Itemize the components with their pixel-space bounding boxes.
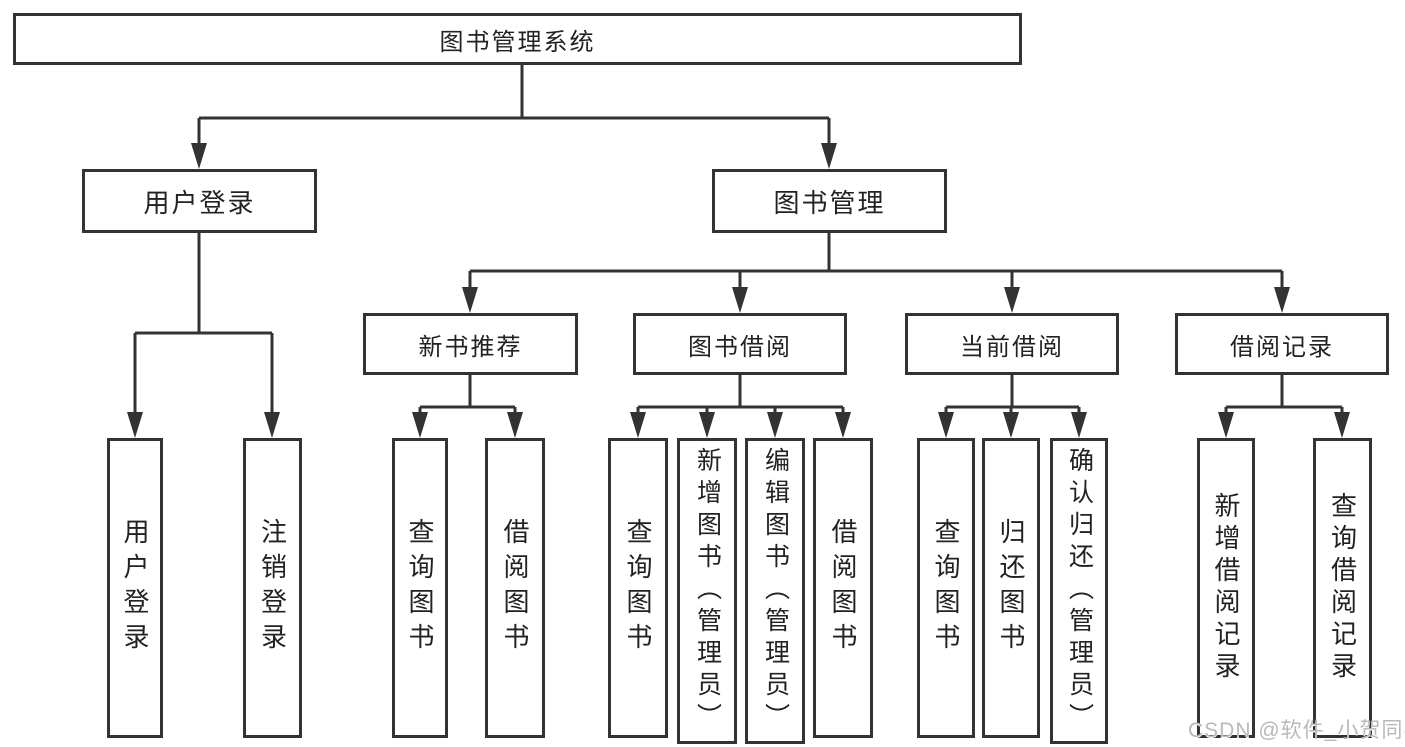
leaf-logout-label: 注销登录 — [257, 518, 288, 658]
node-book-management: 图书管理 — [712, 169, 947, 233]
leaf-borrow-books-1-label: 借阅图书 — [500, 518, 530, 658]
leaf-edit-books-admin-label: 编辑图书（管理员） — [761, 447, 790, 735]
csdn-watermark: CSDN @软件_小贺同学 — [1188, 719, 1405, 742]
leaf-query-books-2: 查询图书 — [608, 438, 668, 738]
node-book-management-label: 图书管理 — [773, 187, 886, 218]
leaf-query-borrow-record: 查询借阅记录 — [1313, 438, 1372, 738]
leaf-return-books-label: 归还图书 — [996, 518, 1026, 658]
node-current-borrow: 当前借阅 — [905, 313, 1119, 375]
node-user-login-label: 用户登录 — [143, 187, 256, 218]
node-new-book-recommend-label: 新书推荐 — [418, 333, 523, 361]
leaf-confirm-return-admin-label: 确认归还（管理员） — [1065, 447, 1094, 735]
leaf-add-books-admin-label: 新增图书（管理员） — [693, 447, 722, 735]
leaf-borrow-books-2: 借阅图书 — [813, 438, 873, 738]
leaf-query-books-3: 查询图书 — [917, 438, 975, 738]
leaf-query-borrow-record-label: 查询借阅记录 — [1327, 492, 1358, 684]
node-user-login: 用户登录 — [82, 169, 317, 233]
leaf-add-borrow-record-label: 新增借阅记录 — [1211, 492, 1241, 684]
leaf-query-books-1-label: 查询图书 — [405, 518, 435, 658]
node-borrow-records: 借阅记录 — [1175, 313, 1389, 375]
node-book-borrow: 图书借阅 — [633, 313, 847, 375]
node-book-borrow-label: 图书借阅 — [688, 333, 792, 361]
node-current-borrow-label: 当前借阅 — [960, 333, 1064, 361]
node-library-system: 图书管理系统 — [13, 13, 1022, 65]
leaf-confirm-return-admin: 确认归还（管理员） — [1050, 438, 1108, 744]
leaf-query-books-1: 查询图书 — [392, 438, 448, 738]
leaf-return-books: 归还图书 — [982, 438, 1040, 738]
leaf-add-books-admin: 新增图书（管理员） — [677, 438, 737, 744]
leaf-user-login-label: 用户登录 — [120, 518, 150, 658]
node-borrow-records-label: 借阅记录 — [1230, 333, 1334, 361]
leaf-borrow-books-1: 借阅图书 — [485, 438, 545, 738]
leaf-query-books-3-label: 查询图书 — [931, 518, 961, 658]
leaf-user-login: 用户登录 — [107, 438, 163, 738]
node-library-system-label: 图书管理系统 — [439, 28, 596, 56]
leaf-borrow-books-2-label: 借阅图书 — [828, 518, 858, 658]
leaf-logout: 注销登录 — [243, 438, 302, 738]
leaf-edit-books-admin: 编辑图书（管理员） — [745, 438, 805, 744]
leaf-add-borrow-record: 新增借阅记录 — [1197, 438, 1255, 738]
node-new-book-recommend: 新书推荐 — [363, 313, 578, 375]
leaf-query-books-2-label: 查询图书 — [623, 518, 653, 658]
